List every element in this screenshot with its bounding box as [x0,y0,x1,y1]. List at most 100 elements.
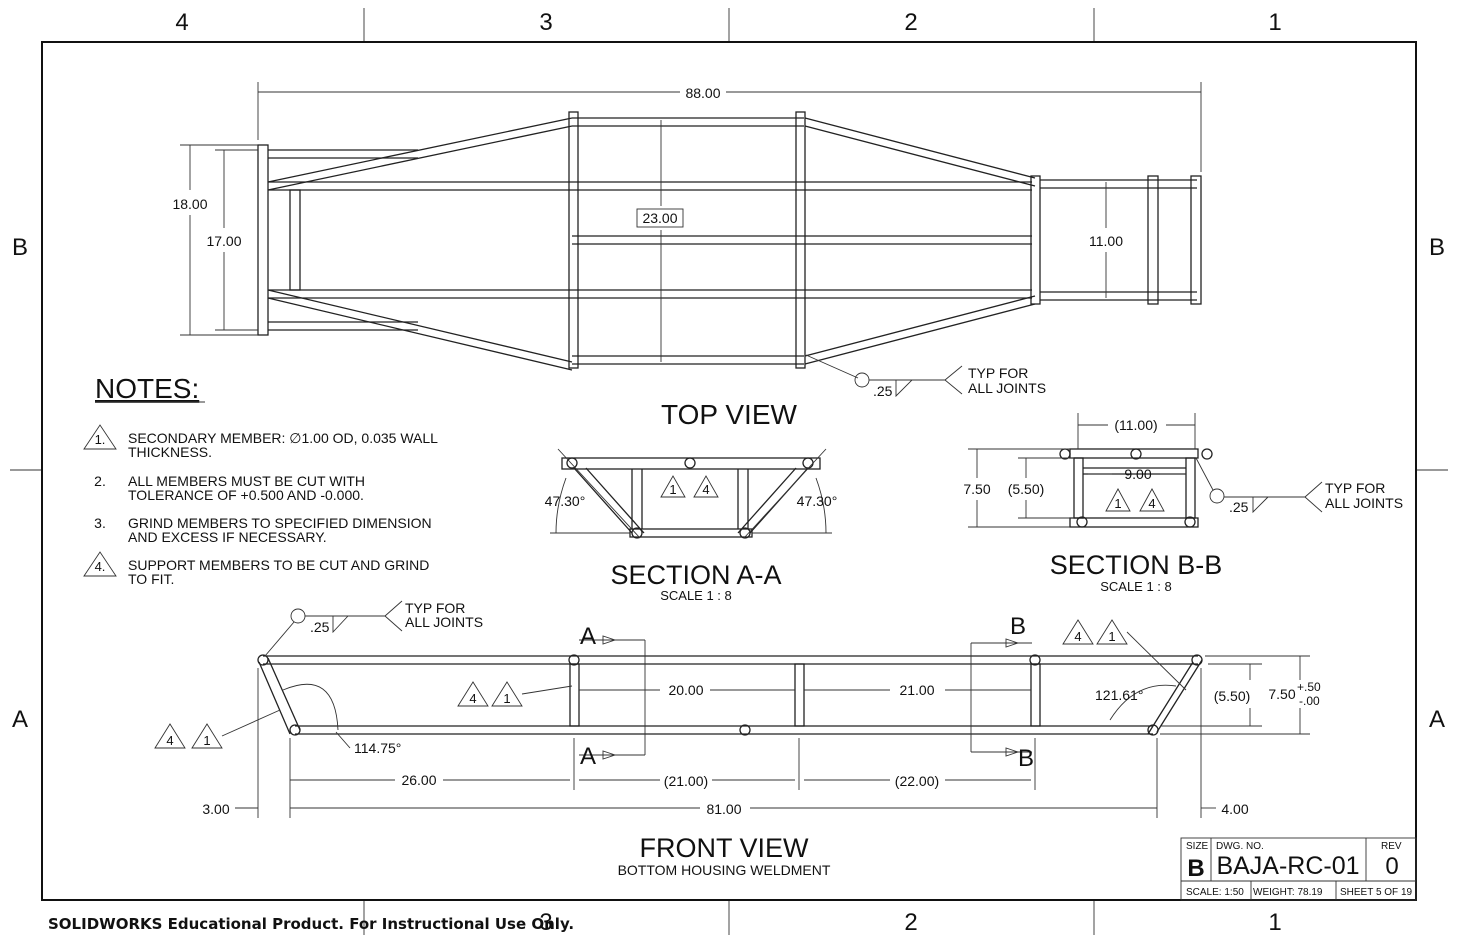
front-flag-right-4: 4 [1074,629,1081,644]
section-a-scale: SCALE 1 : 8 [660,588,732,603]
zone-top-1: 1 [1268,9,1281,36]
tb-sheet: SHEET 5 OF 19 [1340,887,1413,898]
weld-note-top-1: TYP FOR [968,365,1028,381]
section-a-angle-right: 47.30° [797,493,838,509]
note-3-line-1: GRIND MEMBERS TO SPECIFIED DIMENSION [128,515,432,531]
dim-11-top: 11.00 [1089,233,1123,249]
top-view-title: TOP VIEW [661,399,797,430]
front-dim-5-50: (5.50) [1214,688,1251,704]
notes-title: NOTES: [95,373,199,404]
section-a-label-bottom: A [580,743,596,770]
section-b-dim-7-50: 7.50 [963,481,990,497]
zone-top-4: 4 [175,9,188,36]
note-1-line-2: THICKNESS. [128,444,212,460]
weld-note-front-1: TYP FOR [405,600,465,616]
zone-dividers [10,8,1448,935]
tb-rev-label: REV [1381,841,1402,852]
dim-18: 18.00 [172,196,207,212]
zone-left-b: B [12,234,28,261]
front-flag-mid-4: 4 [469,691,476,706]
zone-top-2: 2 [904,9,917,36]
section-a-flag-1: 1 [669,482,676,497]
front-angle-left: 114.75° [354,740,401,756]
front-tol-minus: -.00 [1299,694,1320,708]
dim-88: 88.00 [685,85,720,101]
section-a-dims [550,448,832,539]
weld-note-b-1: TYP FOR [1325,480,1385,496]
section-b-dim-5-50: (5.50) [1008,481,1045,497]
weld-size-b: .25 [1229,499,1249,515]
zone-left-a: A [12,706,28,733]
section-b-flag-4: 4 [1148,496,1155,511]
front-view-frame [257,654,1203,736]
front-dim-7-50: 7.50 [1268,686,1295,702]
zone-top-3: 3 [539,9,552,36]
note-1-num: 1. [95,432,106,447]
section-b-label-bottom: B [1018,745,1034,772]
front-flag-left-4: 4 [166,733,173,748]
note-3-num: 3. [94,515,106,531]
tb-size-label: SIZE [1186,841,1209,852]
weld-note-b-2: ALL JOINTS [1325,495,1403,511]
sheet-border [41,41,1417,901]
front-tol-plus: +.50 [1297,680,1321,694]
section-b-dim-9: 9.00 [1124,466,1151,482]
note-flags [83,424,117,577]
front-view-title: FRONT VIEW [639,833,809,863]
dim-23-box [636,208,684,228]
section-a-label-top: A [580,623,596,650]
zone-bottom-2: 2 [904,909,917,936]
dim-17: 17.00 [206,233,241,249]
section-b-dims [968,413,1323,528]
zone-right-a: A [1429,706,1445,733]
note-4-line-1: SUPPORT MEMBERS TO BE CUT AND GRIND [128,557,429,573]
front-dim-26: 26.00 [401,772,436,788]
weld-note-front-2: ALL JOINTS [405,614,483,630]
front-angle-right: 121.61° [1095,687,1143,703]
section-a-angle-left: 47.30° [545,493,586,509]
dim-23: 23.00 [642,210,677,226]
top-view-dimensions [180,82,1202,398]
front-view-dims [154,600,1310,818]
section-b-label-top: B [1010,613,1026,640]
front-flag-right-1: 1 [1108,629,1115,644]
front-dim-21-inner: 21.00 [899,682,934,698]
section-a-title: SECTION A-A [610,560,781,590]
front-view-subtitle: BOTTOM HOUSING WELDMENT [618,862,831,878]
zone-right-b: B [1429,234,1445,261]
section-b-dim-11: (11.00) [1114,417,1157,433]
section-b-scale: SCALE 1 : 8 [1100,579,1172,594]
front-dim-3: 3.00 [202,801,229,817]
note-3-line-2: AND EXCESS IF NECESSARY. [128,529,327,545]
section-a-flag-4: 4 [702,482,709,497]
section-b-geometry [1059,448,1213,528]
front-flag-left-1: 1 [203,733,210,748]
section-b-title: SECTION B-B [1050,550,1223,580]
section-b-flag-1: 1 [1114,496,1121,511]
watermark: SOLIDWORKS Educational Product. For Inst… [48,915,575,933]
tb-rev: 0 [1385,853,1398,880]
note-4-line-2: TO FIT. [128,571,174,587]
tb-dwg-no: BAJA-RC-01 [1216,852,1359,880]
zone-bottom-3: 3 [539,909,552,936]
title-block [1180,837,1417,901]
note-2-line-2: TOLERANCE OF +0.500 AND -0.000. [128,487,364,503]
tb-scale: SCALE: 1:50 [1186,887,1244,898]
zone-bottom-1: 1 [1268,909,1281,936]
front-dim-22: (22.00) [895,773,939,789]
tb-dwg-label: DWG. NO. [1216,841,1264,852]
tb-weight: WEIGHT: 78.19 [1253,887,1323,898]
note-4-num: 4. [95,559,106,574]
front-dim-81: 81.00 [706,801,741,817]
top-view-frame [257,111,1202,371]
front-dim-20: 20.00 [668,682,703,698]
note-2-line-1: ALL MEMBERS MUST BE CUT WITH [128,473,365,489]
note-1-line-1: SECONDARY MEMBER: ∅1.00 OD, 0.035 WALL [128,430,438,446]
weld-size-top: .25 [873,383,893,399]
front-flag-mid-1: 1 [503,691,510,706]
note-2-num: 2. [94,473,106,489]
weld-size-front: .25 [310,619,330,635]
weld-note-top-2: ALL JOINTS [968,380,1046,396]
tb-size: B [1187,855,1204,882]
